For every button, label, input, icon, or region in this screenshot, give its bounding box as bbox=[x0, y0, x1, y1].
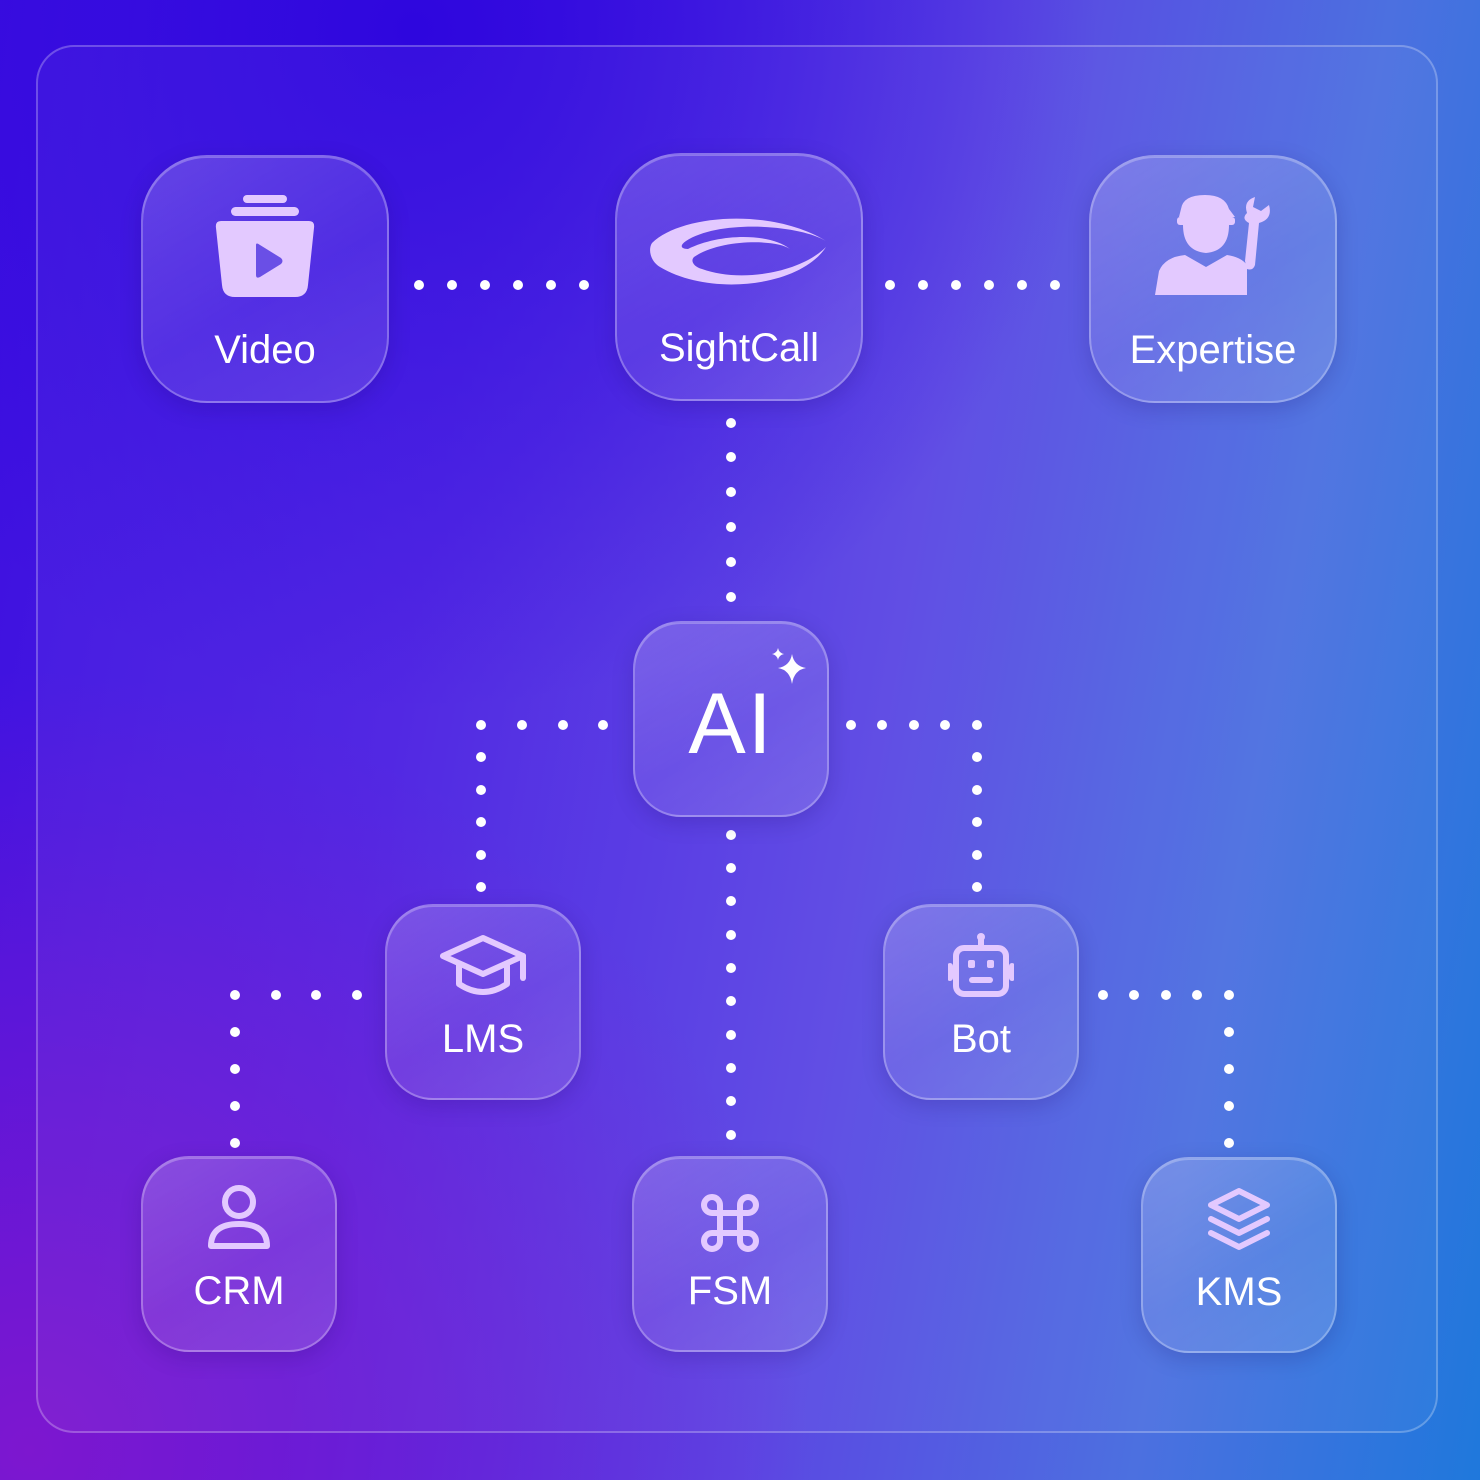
node-expertise[interactable]: Expertise bbox=[1089, 155, 1337, 403]
sparkle-icon bbox=[772, 648, 806, 684]
robot-icon bbox=[948, 933, 1014, 997]
connector-lms-crm bbox=[230, 990, 362, 1148]
connector-ai-bot bbox=[846, 720, 982, 892]
layers-icon bbox=[1208, 1188, 1270, 1250]
node-expertise-label: Expertise bbox=[1129, 328, 1297, 372]
connector-bot-kms bbox=[1098, 990, 1234, 1148]
connector-sightcall-expertise bbox=[885, 280, 1060, 290]
node-crm-label: CRM bbox=[193, 1269, 285, 1313]
connector-ai-fsm bbox=[726, 830, 736, 1140]
node-ai[interactable]: AI bbox=[633, 621, 829, 817]
sightcall-eye-logo bbox=[650, 218, 826, 285]
command-icon bbox=[701, 1194, 759, 1252]
graduation-cap-icon bbox=[440, 935, 526, 995]
node-kms[interactable]: KMS bbox=[1141, 1157, 1337, 1353]
node-crm[interactable]: CRM bbox=[141, 1156, 337, 1352]
video-library-icon bbox=[215, 195, 315, 297]
node-lms[interactable]: LMS bbox=[385, 904, 581, 1100]
node-fsm[interactable]: FSM bbox=[632, 1156, 828, 1352]
node-video[interactable]: Video bbox=[141, 155, 389, 403]
user-icon bbox=[208, 1185, 270, 1249]
connector-video-sightcall bbox=[414, 280, 589, 290]
node-fsm-label: FSM bbox=[687, 1269, 773, 1313]
technician-wrench-icon bbox=[1155, 195, 1270, 295]
node-lms-label: LMS bbox=[441, 1017, 525, 1061]
connector-sightcall-ai bbox=[726, 418, 736, 602]
node-bot[interactable]: Bot bbox=[883, 904, 1079, 1100]
connector-ai-lms bbox=[476, 720, 608, 892]
node-bot-label: Bot bbox=[950, 1017, 1012, 1061]
node-ai-label: AI bbox=[688, 676, 774, 772]
node-sightcall[interactable]: SightCall bbox=[615, 153, 863, 401]
node-sightcall-label: SightCall bbox=[658, 326, 820, 370]
node-video-label: Video bbox=[214, 328, 316, 372]
node-kms-label: KMS bbox=[1195, 1270, 1283, 1314]
